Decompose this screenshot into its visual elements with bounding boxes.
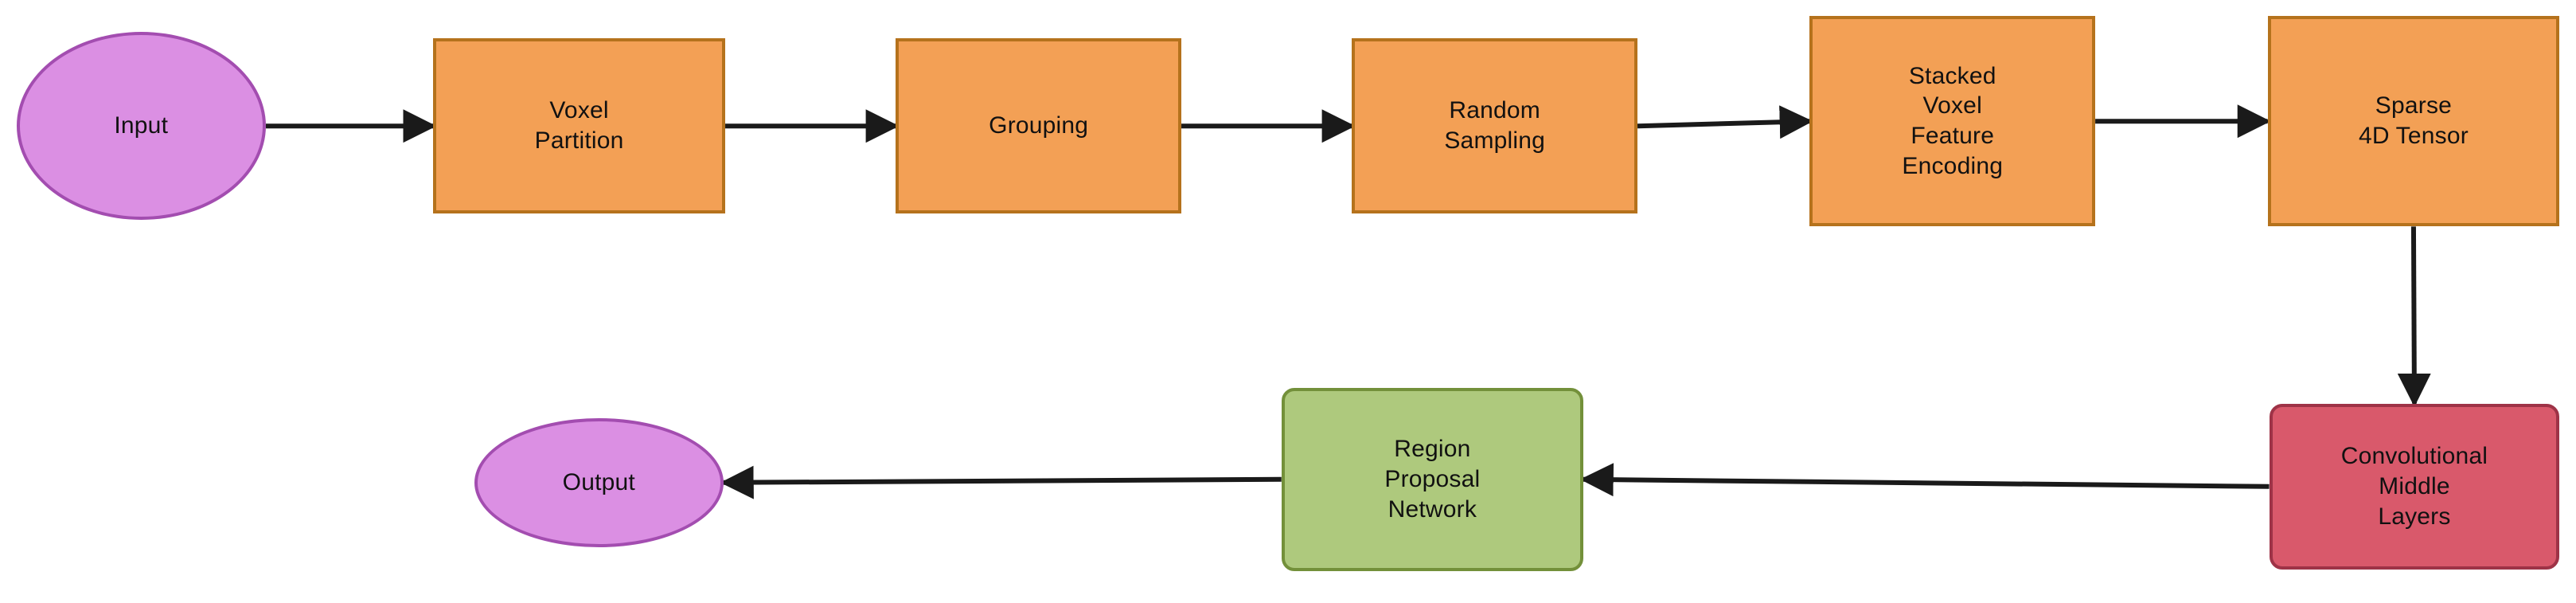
edge-region-proposal-to-output	[720, 465, 1282, 499]
edge-conv-middle-to-region-proposal	[1579, 463, 2270, 497]
node-random-sampling[interactable]: Random Sampling	[1352, 38, 1637, 214]
node-stacked-voxel-feature-encoding[interactable]: Stacked Voxel Feature Encoding	[1809, 16, 2096, 227]
node-convolutional-middle-layers[interactable]: Convolutional Middle Layers	[2269, 403, 2560, 570]
node-output[interactable]: Output	[474, 417, 724, 547]
node-input[interactable]: Input	[16, 32, 266, 221]
edge-random-sampling-to-stacked-voxel	[1637, 105, 1813, 139]
node-region-proposal-network[interactable]: Region Proposal Network	[1281, 387, 1583, 571]
node-sparse-4d-tensor[interactable]: Sparse 4D Tensor	[2267, 16, 2560, 227]
node-voxel-partition[interactable]: Voxel Partition	[433, 38, 726, 214]
node-grouping[interactable]: Grouping	[896, 38, 1181, 214]
